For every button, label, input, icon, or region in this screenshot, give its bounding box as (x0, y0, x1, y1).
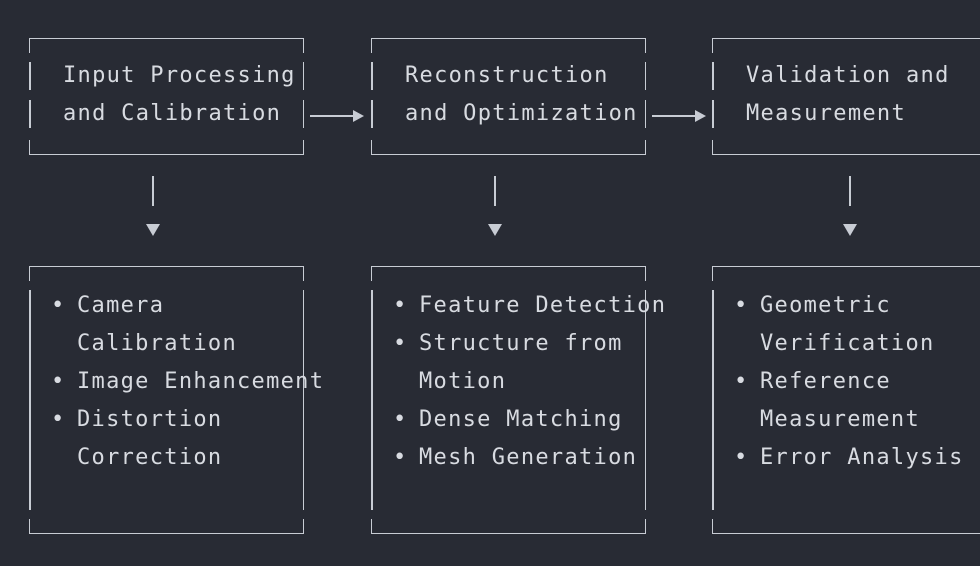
stage-3-title-line-1: Validation and (746, 63, 950, 88)
frame-side-left (371, 100, 373, 128)
frame-side-left (712, 290, 714, 510)
arrow-down-stage-2-line (494, 176, 496, 206)
list-item-text: Distortion Correction (77, 407, 223, 470)
list-item-text: Error Analysis (760, 445, 964, 470)
list-item: • Reference Measurement (734, 363, 980, 439)
stage-2-title-line-2: and Optimization (405, 101, 638, 126)
frame-side-right (302, 290, 304, 510)
stage-2-title-line-1: Reconstruction (405, 63, 609, 88)
frame-side-right (644, 62, 646, 90)
frame-bottom (29, 140, 304, 155)
frame-side-left (371, 290, 373, 510)
frame-side-left (29, 290, 31, 510)
bullet-icon: • (51, 369, 66, 394)
list-item-text: Dense Matching (419, 407, 623, 432)
frame-bottom (712, 519, 980, 534)
bullet-icon: • (393, 445, 408, 470)
list-item-text: Feature Detection (419, 293, 667, 318)
stage-1-item-list: • Camera Calibration • Image Enhancement •… (51, 287, 327, 477)
frame-side-right (302, 62, 304, 90)
arrow-down-stage-2-head (488, 224, 502, 236)
stage-1-title-line-1: Input Processing (63, 63, 296, 88)
frame-top (371, 266, 646, 281)
list-item-text: Camera Calibration (77, 293, 237, 356)
bullet-icon: • (734, 293, 749, 318)
list-item-text: Reference Measurement (760, 369, 920, 432)
list-item-text: Geometric Verification (760, 293, 935, 356)
frame-side-left (29, 100, 31, 128)
stage-3-item-list: • Geometric Verification • Reference Measu… (734, 287, 980, 477)
frame-side-left (712, 62, 714, 90)
list-item: • Dense Matching (393, 401, 669, 439)
arrow-down-stage-3-head (843, 224, 857, 236)
stage-3-title-line-2: Measurement (746, 101, 906, 126)
bullet-icon: • (734, 369, 749, 394)
bullet-icon: • (393, 293, 408, 318)
stage-3-details-box: • Geometric Verification • Reference Measu… (712, 266, 980, 534)
frame-bottom (712, 140, 980, 155)
arrow-stage-2-to-3 (652, 110, 706, 120)
stage-2-item-list: • Feature Detection • Structure from Motio… (393, 287, 669, 477)
frame-bottom (29, 519, 304, 534)
arrow-down-stage-1-line (152, 176, 154, 206)
list-item: • Distortion Correction (51, 401, 327, 477)
bullet-icon: • (51, 407, 66, 432)
stage-1-title-line-2: and Calibration (63, 101, 282, 126)
frame-side-right (644, 100, 646, 128)
stage-3-box: Validation and Measurement (712, 38, 980, 155)
frame-side-left (712, 100, 714, 128)
frame-top (371, 38, 646, 53)
list-item-text: Structure from Motion (419, 331, 623, 394)
list-item-text: Mesh Generation (419, 445, 638, 470)
stage-2-details-box: • Feature Detection • Structure from Motio… (371, 266, 665, 534)
stage-1-details-box: • Camera Calibration • Image Enhancement •… (29, 266, 323, 534)
bullet-icon: • (393, 407, 408, 432)
frame-bottom (371, 140, 646, 155)
list-item: • Image Enhancement (51, 363, 327, 401)
stage-1-box: Input Processing and Calibration (29, 38, 304, 155)
list-item: • Camera Calibration (51, 287, 327, 363)
frame-side-left (29, 62, 31, 90)
arrow-down-stage-3-line (849, 176, 851, 206)
frame-side-left (371, 62, 373, 90)
list-item-text: Image Enhancement (77, 369, 325, 394)
list-item: • Feature Detection (393, 287, 669, 325)
frame-top (712, 266, 980, 281)
frame-top (29, 38, 304, 53)
frame-top (712, 38, 980, 53)
bullet-icon: • (393, 331, 408, 356)
frame-side-right (302, 100, 304, 128)
frame-side-right (644, 290, 646, 510)
frame-top (29, 266, 304, 281)
list-item: • Mesh Generation (393, 439, 669, 477)
frame-bottom (371, 519, 646, 534)
arrow-down-stage-1-head (146, 224, 160, 236)
bullet-icon: • (51, 293, 66, 318)
list-item: • Structure from Motion (393, 325, 669, 401)
list-item: • Error Analysis (734, 439, 980, 477)
arrow-stage-1-to-2 (310, 110, 364, 120)
bullet-icon: • (734, 445, 749, 470)
stage-2-box: Reconstruction and Optimization (371, 38, 646, 155)
list-item: • Geometric Verification (734, 287, 980, 363)
